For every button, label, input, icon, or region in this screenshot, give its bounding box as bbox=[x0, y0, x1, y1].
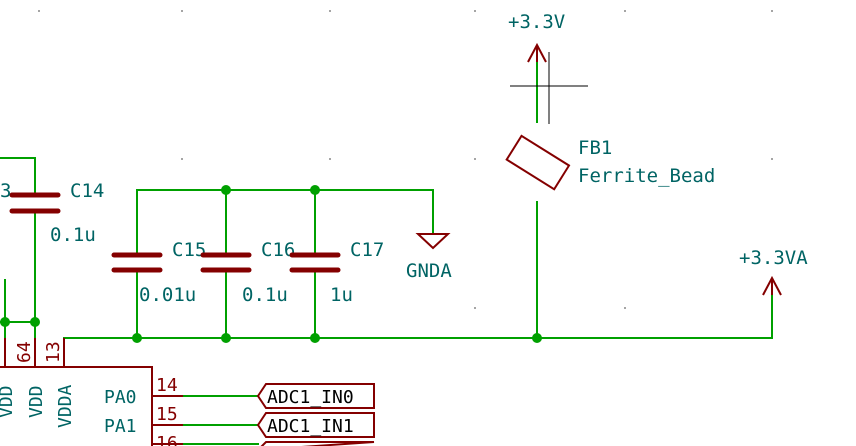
junction-dot bbox=[310, 333, 320, 343]
c17-ref: C17 bbox=[350, 239, 384, 261]
c17-value: 1u bbox=[330, 284, 353, 306]
net-label-text: ADC1_IN1 bbox=[267, 416, 354, 437]
c14-ref: C14 bbox=[70, 180, 104, 202]
net-label-text: ADC1_IN0 bbox=[267, 387, 354, 408]
mcu-pin-number-14: 14 bbox=[156, 375, 178, 396]
gnda-symbol[interactable] bbox=[415, 233, 451, 250]
net-label-adc1-in0[interactable]: ADC1_IN0 bbox=[256, 383, 375, 409]
junction-dot bbox=[221, 185, 231, 195]
power-3v3a-label: +3.3VA bbox=[739, 247, 808, 269]
capacitor-c17[interactable] bbox=[289, 252, 341, 273]
c15-value: 0.01u bbox=[139, 284, 196, 306]
junction-dot bbox=[310, 185, 320, 195]
net-label-adc1-in1[interactable]: ADC1_IN1 bbox=[256, 412, 375, 438]
power-3v3-label: +3.3V bbox=[508, 11, 565, 33]
junction-dot bbox=[132, 333, 142, 343]
junction-dot bbox=[532, 333, 542, 343]
mcu-pin-number-16: 16 bbox=[156, 433, 178, 446]
c16-ref: C16 bbox=[261, 239, 295, 261]
c16-value: 0.1u bbox=[242, 284, 288, 306]
power-3v3a-symbol[interactable] bbox=[762, 275, 782, 296]
mcu-pin-pa0: PA0 bbox=[104, 387, 137, 408]
mcu-symbol[interactable] bbox=[0, 338, 183, 446]
junctions bbox=[0, 185, 542, 343]
mcu-pin-vdda: VDDA bbox=[55, 384, 76, 428]
capacitor-c16[interactable] bbox=[200, 252, 252, 273]
wires bbox=[0, 49, 773, 445]
net-label-partial[interactable] bbox=[258, 441, 375, 446]
gnda-label: GNDA bbox=[406, 260, 452, 282]
mcu-pin-number: 64 bbox=[14, 341, 35, 363]
grid-dots bbox=[38, 10, 773, 309]
junction-dot bbox=[0, 317, 10, 327]
capacitor-c15[interactable] bbox=[111, 252, 163, 273]
crosshair-cursor-icon bbox=[510, 52, 588, 124]
left-ref-fragment: 3 bbox=[0, 180, 11, 202]
mcu-pin-vdd-2: VDD bbox=[26, 385, 47, 418]
junction-dot bbox=[221, 333, 231, 343]
mcu-pin-vdd-1: VDD bbox=[0, 385, 17, 418]
mcu-pin-number: 13 bbox=[43, 341, 64, 363]
c14-value: 0.1u bbox=[50, 224, 96, 246]
mcu-pin-pa1: PA1 bbox=[104, 416, 137, 437]
power-3v3-symbol[interactable] bbox=[527, 42, 547, 63]
capacitor-c14[interactable] bbox=[9, 192, 61, 214]
fb1-ref: FB1 bbox=[578, 137, 612, 159]
c15-ref: C15 bbox=[172, 239, 206, 261]
fb1-value: Ferrite_Bead bbox=[578, 165, 715, 187]
ferrite-bead-symbol[interactable] bbox=[505, 134, 571, 191]
mcu-pin-number-15: 15 bbox=[156, 404, 178, 425]
junction-dot bbox=[30, 317, 40, 327]
